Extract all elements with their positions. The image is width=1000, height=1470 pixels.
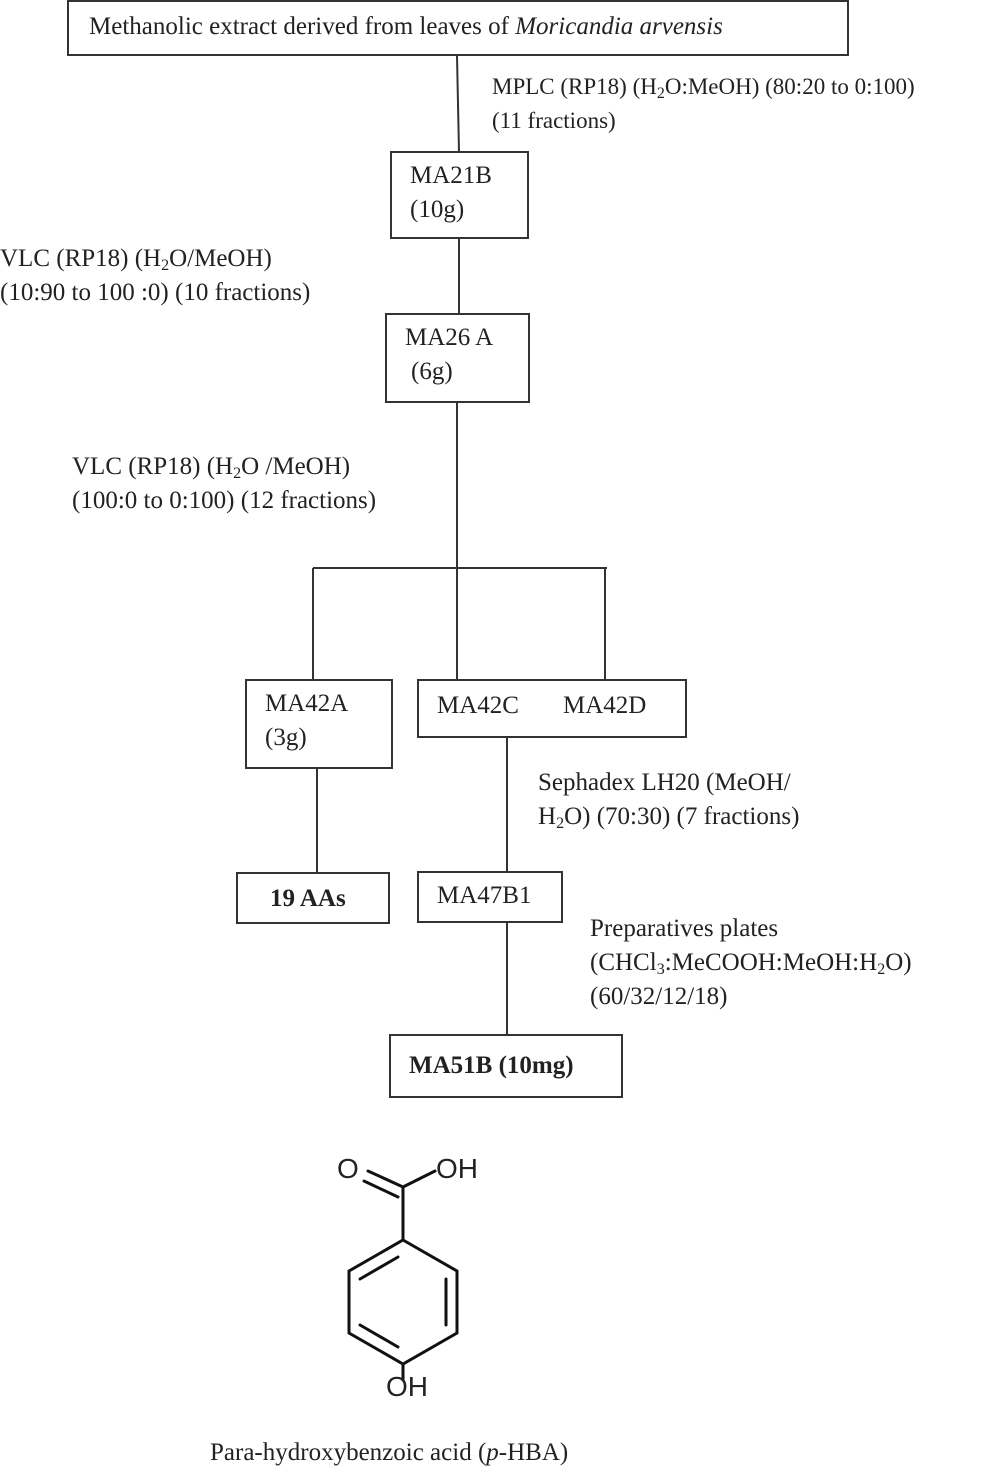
preparative-plates-step-label: Preparatives plates (CHCl3:MeCOOH:MeOH:H… bbox=[590, 915, 912, 1010]
fraction-ma47b1-name: MA47B1 bbox=[437, 882, 532, 909]
mplc-step-label: MPLC (RP18) (H2O:MeOH) (80:20 to 0:100) … bbox=[492, 74, 915, 133]
fraction-ma26a-name: MA26 A bbox=[405, 324, 494, 351]
carboxyl-oh-label: OH bbox=[436, 1153, 478, 1184]
root-extract-label: Methanolic extract derived from leaves o… bbox=[89, 13, 723, 40]
fraction-ma26a-box: MA26 A (6g) bbox=[385, 313, 530, 403]
fraction-ma21b-box: MA21B (10g) bbox=[390, 151, 529, 239]
sephadex-step-label: Sephadex LH20 (MeOH/ H2O) (70:30) (7 fra… bbox=[538, 769, 800, 832]
fraction-ma26a-mass: (6g) bbox=[411, 358, 453, 385]
fraction-ma42a-box: MA42A (3g) bbox=[245, 679, 393, 769]
result-ma51b-label: MA51B (10mg) bbox=[409, 1052, 574, 1079]
result-19-aas-label: 19 AAs bbox=[270, 885, 346, 912]
fraction-ma21b-name: MA21B bbox=[410, 162, 492, 189]
result-19-aas-box: 19 AAs bbox=[236, 872, 390, 924]
fraction-ma42a-mass: (3g) bbox=[265, 724, 307, 751]
fraction-ma42a-name: MA42A bbox=[265, 690, 349, 717]
result-ma51b-box: MA51B (10mg) bbox=[389, 1034, 623, 1098]
fraction-ma21b-mass: (10g) bbox=[410, 196, 465, 223]
vlc-step-1-label: VLC (RP18) (H2O/MeOH) (10:90 to 100 :0) … bbox=[0, 245, 311, 306]
root-extract-box: Methanolic extract derived from leaves o… bbox=[67, 0, 849, 56]
fraction-ma47b1-box: MA47B1 bbox=[417, 871, 563, 923]
compound-caption: Para-hydroxybenzoic acid (p-HBA) bbox=[210, 1439, 569, 1466]
carbonyl-oxygen-label: O bbox=[337, 1153, 359, 1184]
para-oh-label: OH bbox=[386, 1371, 428, 1402]
vlc-step-2-label: VLC (RP18) (H2O /MeOH) (100:0 to 0:100) … bbox=[72, 453, 377, 514]
